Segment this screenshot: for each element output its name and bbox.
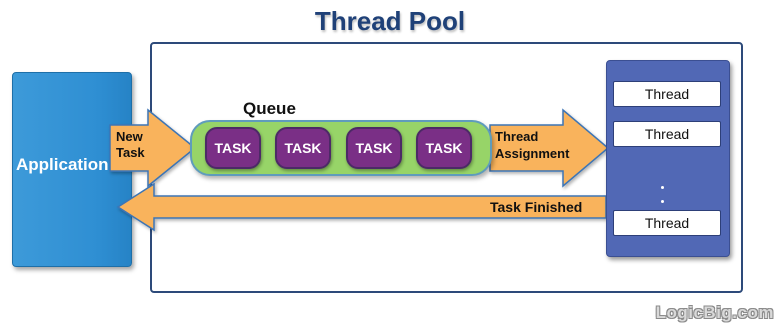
task-item: TASK bbox=[416, 127, 472, 169]
task-item: TASK bbox=[205, 127, 261, 169]
logicbig-watermark: LogicBig.com bbox=[655, 303, 774, 322]
thread-assignment-label-line2: Assignment bbox=[495, 146, 570, 161]
diagram-title: Thread Pool bbox=[314, 6, 466, 36]
task-finished-label: Task Finished bbox=[490, 199, 583, 215]
queue-label: Queue bbox=[243, 99, 296, 118]
task-item: TASK bbox=[275, 127, 331, 169]
thread-item: Thread bbox=[613, 210, 721, 236]
thread-assignment-label-line1: Thread bbox=[495, 129, 539, 144]
application-label: Application bbox=[16, 155, 109, 174]
new-task-arrow bbox=[109, 108, 197, 188]
new-task-label-line2: Task bbox=[116, 145, 145, 160]
thread-item: Thread bbox=[613, 81, 721, 107]
new-task-label-line1: New bbox=[116, 129, 143, 144]
ellipsis-dot bbox=[661, 186, 664, 189]
ellipsis-dot bbox=[661, 200, 664, 203]
task-finished-arrow bbox=[116, 182, 607, 232]
task-item: TASK bbox=[346, 127, 402, 169]
thread-item: Thread bbox=[613, 121, 721, 147]
thread-assignment-arrow bbox=[489, 108, 610, 188]
